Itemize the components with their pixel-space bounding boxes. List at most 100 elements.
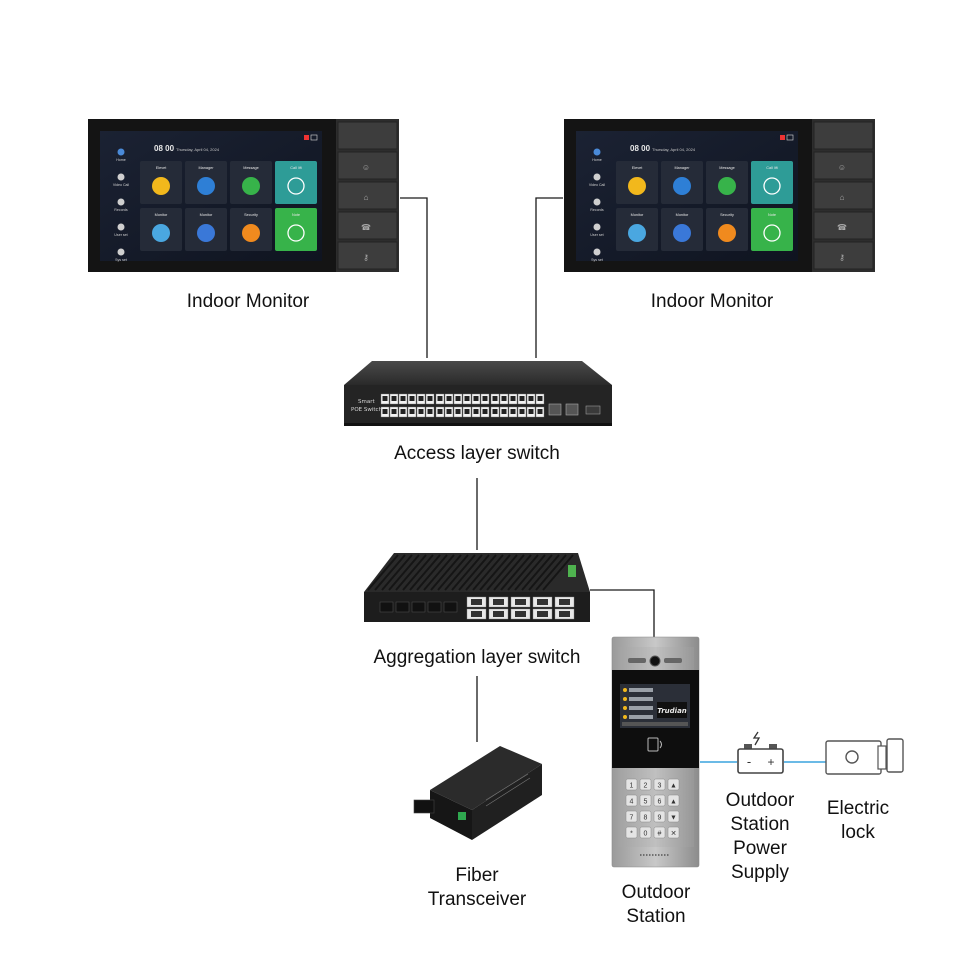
monitor-time: 08 00: [630, 144, 651, 153]
keypad-key: [667, 810, 680, 823]
keypad-key: [667, 778, 680, 791]
keypad-key-label: 4: [630, 799, 634, 806]
sfp-port: [395, 601, 410, 613]
keypad-key: [667, 794, 680, 807]
monitor-tile-label: Elevet: [156, 166, 167, 170]
sfp-port: [379, 601, 394, 613]
keypad-key-label: ▲: [670, 799, 677, 806]
keypad-key: [625, 778, 638, 791]
sidebar-label: Records: [114, 208, 128, 212]
sidebar-icon: [117, 148, 125, 156]
tile-icon: [152, 177, 170, 195]
sidebar-label: Records: [590, 208, 604, 212]
sidebar-icon: [593, 148, 601, 156]
panel-button-icon: ☎: [361, 223, 371, 232]
panel-button: [337, 211, 398, 240]
tile-icon: [673, 224, 691, 242]
monitor-tile-label: Monitor: [631, 213, 644, 217]
panel-button: [813, 211, 874, 240]
sidebar-label: Video Call: [589, 183, 606, 187]
indoor-monitor-left-label: Indoor Monitor: [186, 291, 310, 312]
monitor-tile: [275, 161, 317, 204]
electric-lock-label: Electric lock: [808, 797, 908, 845]
monitor-date: Thursday, April 04, 2024: [652, 147, 696, 152]
fiber-transceiver-label: Fiber Transceiver: [417, 864, 537, 912]
keypad-key-label: 7: [630, 815, 634, 822]
monitor-tile-label: Note: [768, 213, 776, 217]
monitor-tile-label: Monitor: [676, 213, 689, 217]
power-supply-icon: - +: [737, 731, 784, 774]
sidebar-icon: [593, 248, 601, 256]
sidebar-icon: [593, 223, 601, 231]
sfp-port: [585, 405, 601, 415]
panel-button: [337, 181, 398, 210]
keypad-key: [639, 826, 652, 839]
sfp-port: [427, 601, 442, 613]
keypad-key: [639, 794, 652, 807]
tile-icon: [628, 224, 646, 242]
monitor-tile-label: Note: [292, 213, 300, 217]
minus-symbol: -: [747, 754, 751, 769]
keypad-key: [653, 794, 666, 807]
monitor-tile-label: Manager: [675, 166, 691, 170]
electric-lock-icon: [825, 738, 904, 775]
connection-lines: [400, 197, 655, 742]
panel-button-icon: ☎: [837, 223, 847, 232]
tile-icon: [242, 177, 260, 195]
tile-icon: [287, 177, 305, 195]
outdoor-power-label-line2: Station: [730, 814, 790, 835]
tile-icon: [673, 177, 691, 195]
monitor-tile-label: Message: [243, 166, 258, 170]
tile-icon: [763, 177, 781, 195]
fiber-transceiver-label-line1: Fiber: [455, 865, 499, 886]
keypad-key: [639, 778, 652, 791]
monitor-tile-label: Security: [244, 213, 258, 217]
sidebar-label: Home: [116, 158, 126, 162]
link-left-monitor-to-access-switch: [400, 197, 428, 358]
dc-terminal: [568, 565, 576, 577]
sidebar-icon: [593, 173, 601, 181]
panel-button: [337, 151, 398, 180]
electric-lock-label-line2: lock: [841, 822, 875, 843]
monitor-date: Thursday, April 04, 2024: [176, 147, 220, 152]
sidebar-icon: [117, 198, 125, 206]
sidebar-icon: [117, 223, 125, 231]
keypad-key-label: #: [658, 831, 662, 838]
panel-button-icon: ☺: [838, 163, 846, 172]
keypad-key-label: ✕: [671, 831, 677, 838]
access-switch-face-line2: POE Switch: [351, 407, 383, 413]
panel-button: [813, 241, 874, 270]
keypad-key: [639, 810, 652, 823]
keypad-key-label: 3: [658, 783, 662, 790]
tile-icon: [287, 224, 305, 242]
access-layer-switch-device: Smart POE Switch: [344, 361, 612, 426]
monitor-time: 08 00: [154, 144, 175, 153]
keypad-key-label: 5: [644, 799, 648, 806]
link-aggregation-to-outdoor-station: [590, 589, 655, 637]
panel-button-icon: ⚷: [363, 253, 369, 262]
link-right-monitor-to-access-switch: [535, 197, 563, 358]
fiber-transceiver-device: [413, 746, 542, 840]
sidebar-label: Video Call: [113, 183, 130, 187]
aggregation-rj45-ports: [466, 596, 575, 620]
monitor-tile-label: Security: [720, 213, 734, 217]
outdoor-power-label-line4: Supply: [730, 862, 790, 883]
indoor-monitor-right-label: Indoor Monitor: [650, 291, 774, 312]
panel-button: [813, 121, 874, 150]
electric-lock-label-line1: Electric: [826, 798, 890, 819]
sidebar-icon: [117, 248, 125, 256]
keypad-key: [625, 810, 638, 823]
panel-button-icon: ⌂: [364, 193, 369, 202]
monitor-tile: [275, 208, 317, 251]
aggregation-switch-label: Aggregation layer switch: [373, 647, 581, 668]
keypad-key: [625, 794, 638, 807]
aggregation-sfp-ports: [379, 601, 458, 613]
monitor-tile: [751, 161, 793, 204]
sidebar-label: Sys set: [591, 258, 603, 262]
outdoor-station-label-line1: Outdoor: [621, 882, 691, 903]
access-switch-face-line1: Smart: [358, 399, 375, 405]
sfp-port: [411, 601, 426, 613]
outdoor-power-supply-label: Outdoor Station Power Supply: [708, 789, 812, 885]
